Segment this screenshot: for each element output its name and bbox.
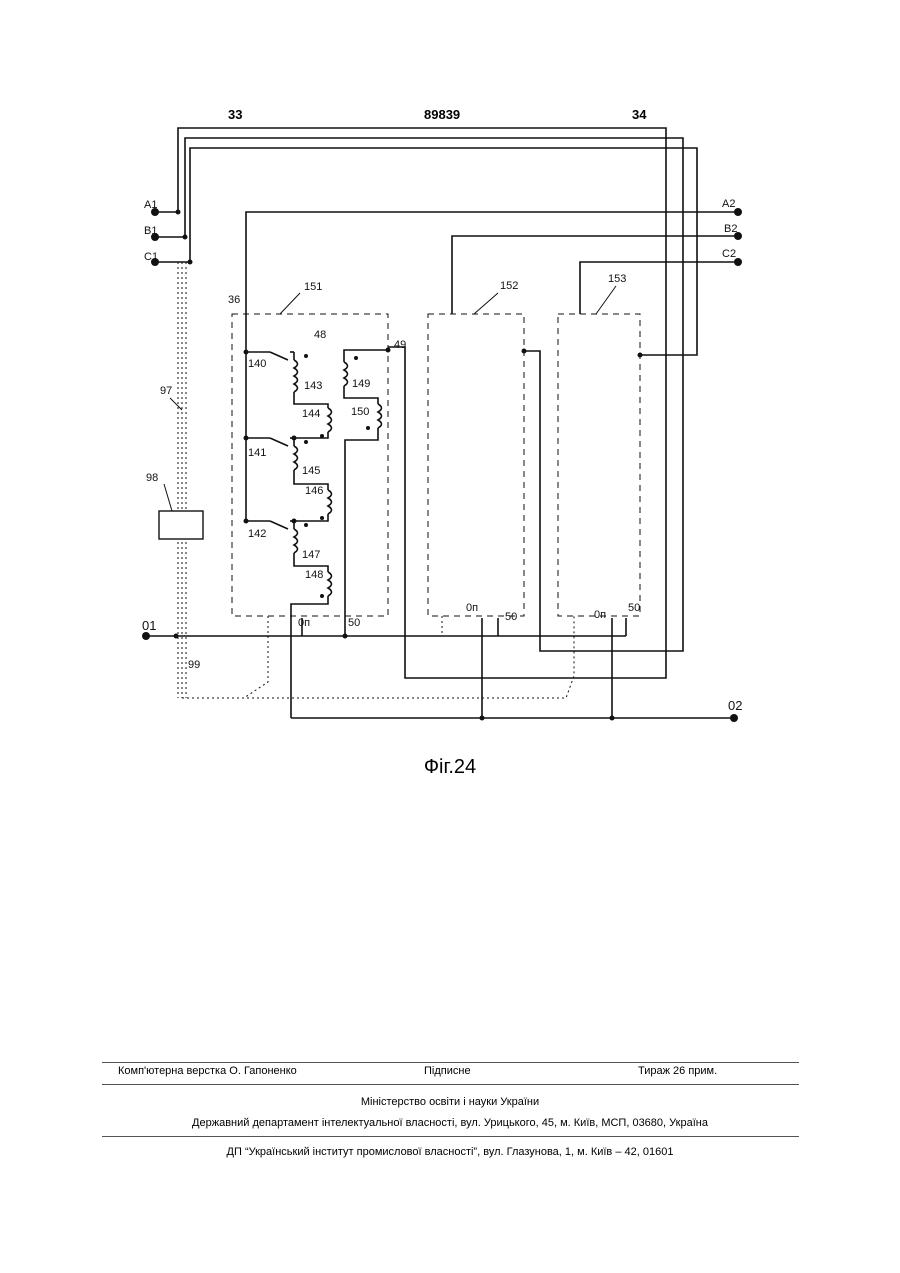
label-153: 153	[608, 273, 626, 285]
module-153-border	[558, 314, 640, 616]
footer-rule-middle	[102, 1084, 799, 1085]
label-148: 148	[305, 569, 323, 581]
label-152: 152	[500, 280, 518, 292]
footer-department: Державний департамент інтелектуальної вл…	[0, 1117, 900, 1129]
label-02: 02	[728, 698, 742, 713]
footer-layout: Комп'ютерна верстка О. Гапоненко	[118, 1065, 297, 1077]
label-150: 150	[351, 406, 369, 418]
footer-ministry: Міністерство освіти і науки України	[0, 1096, 900, 1108]
label-c2: C2	[722, 248, 736, 260]
label-01: 01	[142, 618, 156, 633]
label-99: 99	[188, 659, 200, 671]
label-98: 98	[146, 472, 158, 484]
label-143: 143	[304, 380, 322, 392]
block-98	[159, 511, 203, 539]
label-147: 147	[302, 549, 320, 561]
label-0p-151: 0п	[298, 617, 310, 629]
label-50-151: 50	[348, 617, 360, 629]
footer-rule-bottom	[102, 1136, 799, 1137]
label-141: 141	[248, 447, 266, 459]
label-151: 151	[304, 281, 322, 293]
label-c1: C1	[144, 251, 158, 263]
figure-caption: Фіг.24	[0, 756, 900, 779]
label-144: 144	[302, 408, 320, 420]
circuit-diagram: A1 B1 C1 A2 B2 C2 01 02 36 97 98 99 151 …	[0, 0, 900, 760]
label-149: 149	[352, 378, 370, 390]
label-50-152: 50	[505, 611, 517, 623]
label-97: 97	[160, 385, 172, 397]
terminal-02	[730, 714, 738, 722]
footer-signed: Підписне	[424, 1065, 471, 1077]
terminal-01	[142, 632, 150, 640]
label-142: 142	[248, 528, 266, 540]
label-a2: A2	[722, 198, 735, 210]
label-145: 145	[302, 465, 320, 477]
label-146: 146	[305, 485, 323, 497]
footer-institute: ДП “Український інститут промислової вла…	[0, 1146, 900, 1158]
label-50-153: 50	[628, 602, 640, 614]
label-b1: B1	[144, 225, 157, 237]
label-0p-152: 0п	[466, 602, 478, 614]
label-48: 48	[314, 329, 326, 341]
label-0p-153: 0п	[594, 609, 606, 621]
footer-rule-top	[102, 1062, 799, 1063]
module-152-border	[428, 314, 524, 616]
label-a1: A1	[144, 199, 157, 211]
label-36: 36	[228, 294, 240, 306]
label-140: 140	[248, 358, 266, 370]
label-49: 49	[394, 339, 406, 351]
label-b2: B2	[724, 223, 737, 235]
footer-circulation: Тираж 26 прим.	[638, 1065, 717, 1077]
